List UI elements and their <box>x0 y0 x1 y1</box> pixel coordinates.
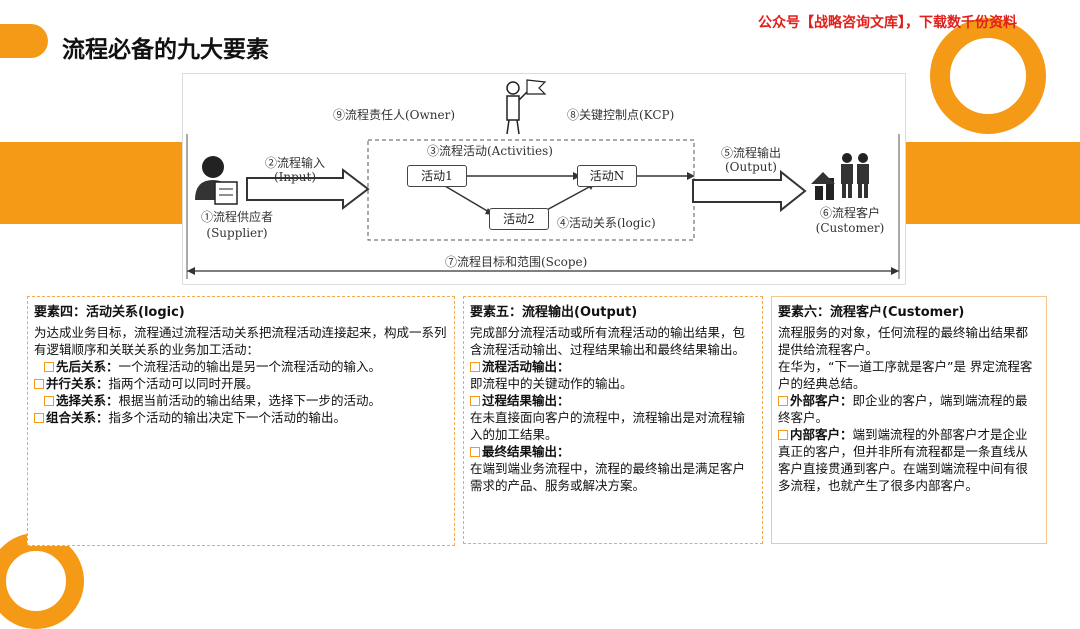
list-item: 流程活动输出：即流程中的关键动作的输出。 <box>470 358 756 392</box>
arrow-act1-to-act2 <box>445 186 489 212</box>
label-kcp: ⑧关键控制点(KCP) <box>567 108 674 122</box>
watermark-text: 公众号【战略咨询文库】，下载数千份资料 <box>758 12 1017 32</box>
checkbox-square-icon <box>34 413 44 423</box>
list-item: 先后关系：一个流程活动的输出是另一个流程活动的输入。 <box>34 358 448 375</box>
checkbox-square-icon <box>44 396 54 406</box>
owner-icon <box>507 80 545 134</box>
activity-2-box: 活动2 <box>489 208 549 230</box>
panel-element-six: 要素六：流程客户(Customer) 流程服务的对象，任何流程的最终输出结果都提… <box>771 296 1047 544</box>
label-supplier-en: (Supplier) <box>187 226 287 240</box>
label-supplier: ①流程供应者 <box>187 210 287 224</box>
label-logic: ④活动关系(logic) <box>557 216 656 230</box>
label-input-en: (Input) <box>247 170 343 184</box>
page-title: 流程必备的九大要素 <box>62 30 269 64</box>
checkbox-square-icon <box>470 447 480 457</box>
list-item: 组合关系：指多个活动的输出决定下一个活动的输出。 <box>34 409 448 426</box>
label-owner: ⑨流程责任人(Owner) <box>333 108 455 122</box>
process-diagram: ⑨流程责任人(Owner) ⑧关键控制点(KCP) ②流程输入 (Input) … <box>182 73 906 285</box>
checkbox-square-icon <box>34 379 44 389</box>
label-scope: ⑦流程目标和范围(Scope) <box>441 255 591 269</box>
list-item: 内部客户：端到端流程的外部客户才是企业真正的客户，但并非所有流程都是一条直线从客… <box>778 426 1040 494</box>
list-item: 并行关系：指两个活动可以同时开展。 <box>34 375 448 392</box>
orange-band-right <box>904 142 1080 224</box>
panel-four-intro: 为达成业务目标，流程通过流程活动关系把流程活动连接起来，构成一系列有逻辑顺序和关… <box>34 324 448 358</box>
label-customer-en: (Customer) <box>795 221 905 235</box>
list-item: 选择关系：根据当前活动的输出结果，选择下一步的活动。 <box>34 392 448 409</box>
decorative-ring-top-right <box>930 18 1046 134</box>
panel-five-title: 要素五：流程输出(Output) <box>470 301 756 320</box>
customer-icon <box>811 153 869 200</box>
panel-element-four: 要素四：活动关系(logic) 为达成业务目标，流程通过流程活动关系把流程活动连… <box>27 296 455 546</box>
activity-n-box: 活动N <box>577 165 637 187</box>
title-accent-tab <box>0 24 48 58</box>
list-item: 过程结果输出：在未直接面向客户的流程中，流程输出是对流程输入的加工结果。 <box>470 392 756 443</box>
label-activities: ③流程活动(Activities) <box>427 144 553 158</box>
panel-four-title: 要素四：活动关系(logic) <box>34 301 448 320</box>
checkbox-square-icon <box>44 362 54 372</box>
output-arrow <box>693 172 805 210</box>
panel-six-intro: 流程服务的对象，任何流程的最终输出结果都提供给流程客户。 <box>778 324 1040 358</box>
arrow-act2-to-actN <box>543 186 591 212</box>
label-input: ②流程输入 <box>247 156 343 170</box>
panel-six-title: 要素六：流程客户(Customer) <box>778 301 1040 320</box>
list-item: 最终结果输出：在端到端业务流程中，流程的最终输出是满足客户需求的产品、服务或解决… <box>470 443 756 494</box>
panel-six-intro-2: 在华为，“下一道工序就是客户”是 界定流程客户的经典总结。 <box>778 358 1040 392</box>
decorative-ring-bottom-left <box>0 533 84 629</box>
checkbox-square-icon <box>778 396 788 406</box>
checkbox-square-icon <box>470 396 480 406</box>
activity-1-box: 活动1 <box>407 165 467 187</box>
supplier-icon <box>195 156 237 204</box>
label-output-en: (Output) <box>703 160 799 174</box>
checkbox-square-icon <box>470 362 480 372</box>
list-item: 外部客户：即企业的客户，端到端流程的最终客户。 <box>778 392 1040 426</box>
checkbox-square-icon <box>778 430 788 440</box>
orange-band-left <box>0 142 182 224</box>
label-output: ⑤流程输出 <box>703 146 799 160</box>
panel-element-five: 要素五：流程输出(Output) 完成部分流程活动或所有流程活动的输出结果，包含… <box>463 296 763 544</box>
panel-five-intro: 完成部分流程活动或所有流程活动的输出结果，包含流程活动输出、过程结果输出和最终结… <box>470 324 756 358</box>
label-customer: ⑥流程客户 <box>795 206 905 220</box>
